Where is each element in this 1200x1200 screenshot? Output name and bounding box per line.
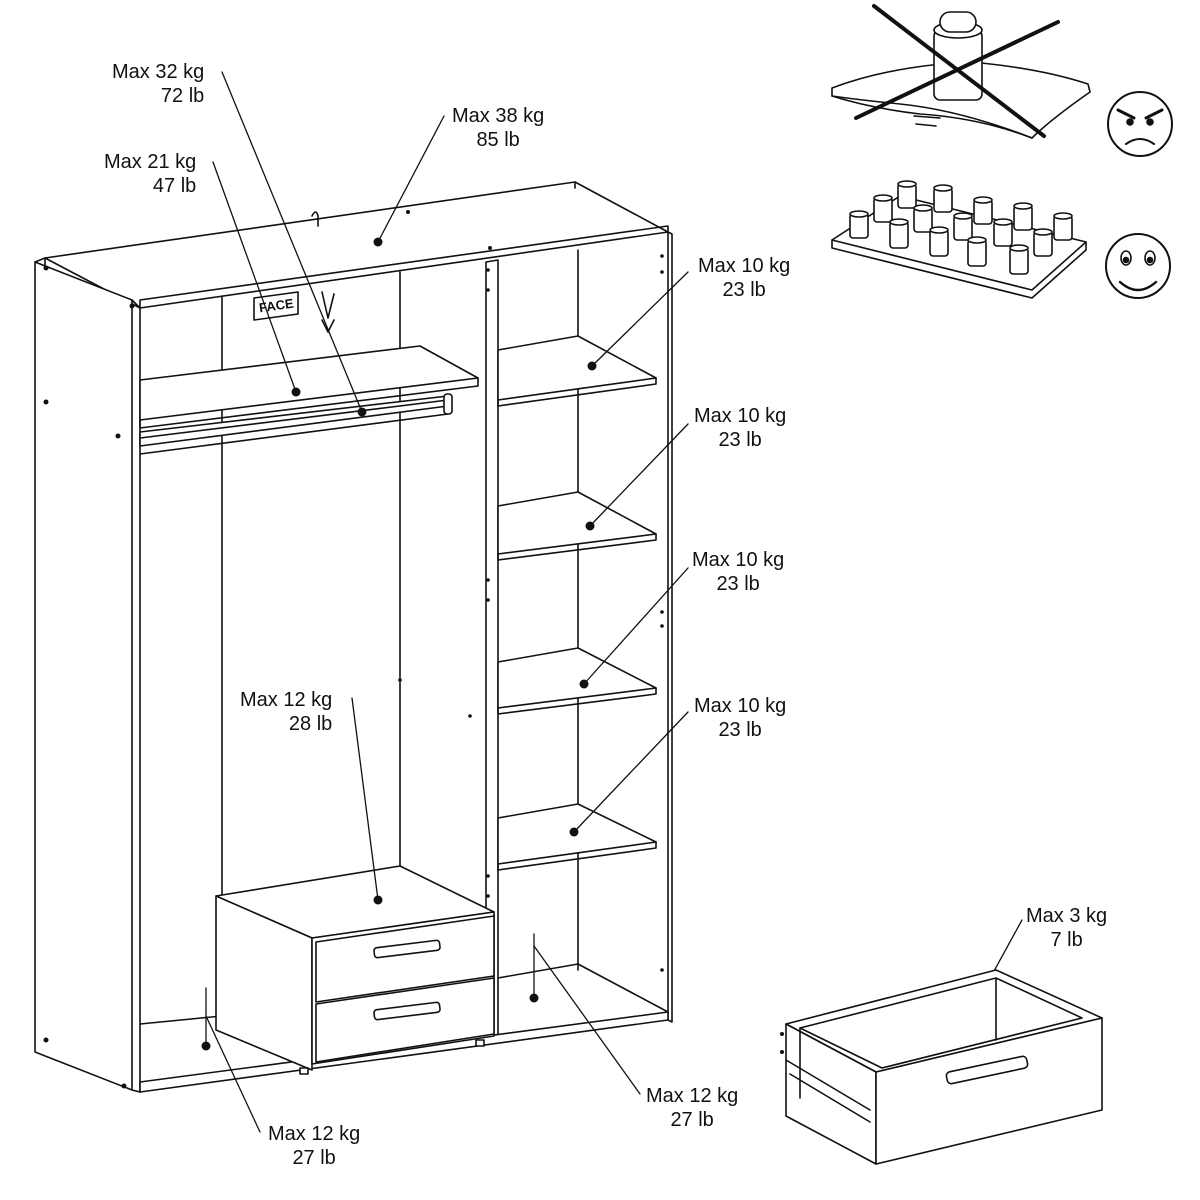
label-lb: 27 lb: [292, 1147, 336, 1169]
label-hanging-rail: Max 32 kg 72 lb: [112, 60, 204, 108]
leader-lines: [205, 71, 1023, 1133]
right-side-panel: [667, 231, 673, 1023]
label-kg: Max 12 kg: [240, 689, 333, 711]
label-bottom-right: Max 12 kg 27 lb: [646, 1084, 738, 1132]
distributed-load-icon: [831, 180, 1087, 299]
label-top-panel: Max 38 kg 85 lb: [452, 104, 544, 152]
wardrobe-drawing: [34, 71, 1023, 1133]
label-lb: 72 lb: [160, 85, 205, 107]
angry-face-icon: [1107, 91, 1173, 157]
label-kg: Max 10 kg: [698, 255, 791, 277]
right-shelves: [497, 335, 657, 871]
label-kg: Max 12 kg: [646, 1085, 739, 1107]
label-lb: 23 lb: [722, 279, 766, 301]
left-side-panel: [34, 261, 133, 1091]
label-kg: Max 3 kg: [1026, 905, 1108, 927]
label-kg: Max 32 kg: [112, 61, 205, 83]
drawer-detail-handle: [945, 1055, 1029, 1085]
hanging-rail: [139, 393, 453, 455]
top-panel: [44, 181, 669, 309]
label-lb: 23 lb: [716, 573, 760, 595]
drawer-handle-lower: [373, 1001, 441, 1021]
label-kg: Max 38 kg: [452, 105, 545, 127]
overload-warning-icon: [831, 4, 1091, 139]
label-lb: 27 lb: [670, 1109, 714, 1131]
happy-face-icon: [1105, 233, 1171, 299]
drawer-unit: [215, 865, 495, 1075]
label-lb: 23 lb: [718, 719, 762, 741]
label-bottom-left: Max 12 kg 27 lb: [268, 1122, 360, 1170]
label-upper-left-shelf: Max 21 kg 47 lb: [104, 150, 196, 198]
drawer-detail: [780, 969, 1103, 1165]
label-right-shelf-2: Max 10 kg 23 lb: [694, 404, 786, 452]
label-kg: Max 10 kg: [694, 695, 787, 717]
label-lb: 7 lb: [1050, 929, 1083, 951]
label-lb: 23 lb: [718, 429, 762, 451]
label-kg: Max 12 kg: [268, 1123, 361, 1145]
label-kg: Max 21 kg: [104, 151, 197, 173]
label-right-shelf-1: Max 10 kg 23 lb: [698, 254, 790, 302]
label-lb: 28 lb: [288, 713, 333, 735]
label-kg: Max 10 kg: [692, 549, 785, 571]
label-lb: 47 lb: [152, 175, 197, 197]
face-tag: [253, 291, 299, 321]
label-right-shelf-4: Max 10 kg 23 lb: [694, 694, 786, 742]
label-lb: 85 lb: [476, 129, 520, 151]
label-drawer-unit-top: Max 12 kg 28 lb: [240, 688, 332, 736]
label-right-shelf-3: Max 10 kg 23 lb: [692, 548, 784, 596]
label-kg: Max 10 kg: [694, 405, 787, 427]
screw-holes: [43, 210, 664, 1089]
top-panel-front-edge: [139, 225, 669, 309]
label-drawer: Max 3 kg 7 lb: [1026, 904, 1107, 952]
drawer-handle-upper: [373, 939, 441, 959]
